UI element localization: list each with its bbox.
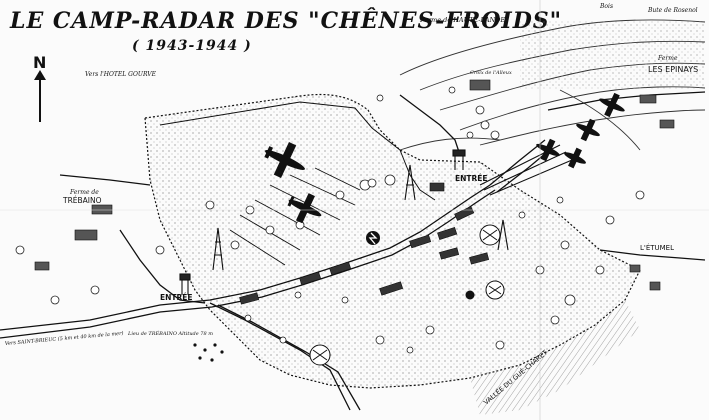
- electric-symbol-icon: [366, 231, 380, 245]
- label-epinays: LES EPINAYS: [648, 65, 698, 74]
- troops-icon: [193, 343, 224, 362]
- north-label: N: [33, 53, 46, 72]
- label-epinays-prefix: Ferme: [657, 55, 678, 62]
- label-haute-lande: Ferme de HAUTE-LANDE: [419, 16, 505, 24]
- camp-fence: [159, 101, 436, 201]
- aircraft-icon: [264, 92, 625, 224]
- camp-area: [144, 93, 641, 389]
- label-butte: Bute de Rosenol: [647, 7, 698, 14]
- label-entree-west: ENTRÉE: [160, 293, 193, 302]
- label-bois: Bois: [599, 3, 613, 10]
- label-lieu-dit: Lieu de TRÉBAINO Altitude 78 m: [127, 329, 213, 337]
- antenna-tower-icon: [212, 164, 509, 271]
- label-saint-brieuc: Vers SAINT-BRIEUC (5 km et 40 km de la m…: [5, 330, 124, 347]
- woods-area: [520, 20, 705, 90]
- numbered-markers: [244, 86, 564, 354]
- map-title: LE CAMP-RADAR DES "CHÊNES-FROIDS": [9, 7, 562, 34]
- map-subtitle: ( 1943-1944 ): [132, 38, 252, 54]
- label-etumel: L'ÉTUMEL: [640, 243, 674, 252]
- label-trebaino-prefix: Ferme de: [69, 189, 99, 196]
- roads: [0, 91, 706, 411]
- radar-dish-icon: [309, 224, 505, 366]
- valley-slope: [470, 300, 640, 415]
- guard-tower-north-icon: [452, 149, 466, 170]
- trees: [15, 105, 645, 350]
- north-arrow-icon: N: [33, 53, 46, 122]
- label-trebaino: TRÉBAINO: [62, 196, 102, 205]
- label-entree-north: ENTRÉE: [455, 174, 488, 183]
- label-hotel: Vers l'HOTEL GOURVE: [85, 71, 157, 78]
- guard-tower-west-icon: [179, 273, 191, 295]
- label-croix: Croix de l'Alleux: [470, 70, 512, 76]
